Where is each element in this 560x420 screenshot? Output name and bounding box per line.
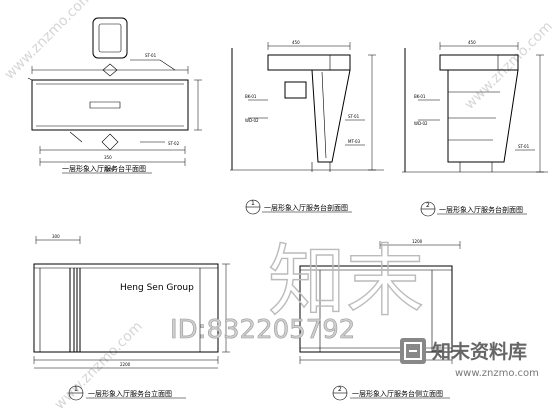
svg-text:WD-02: WD-02 — [245, 118, 259, 123]
svg-text:350: 350 — [104, 155, 112, 160]
svg-text:www.znzmo.com: www.znzmo.com — [462, 18, 556, 112]
svg-text:2: 2 — [426, 202, 430, 209]
plan-view-drawing: ST-01 ST-02 350 2200 一层形象入厅服务台平面图 — [27, 17, 202, 174]
svg-text:BK-01: BK-01 — [414, 94, 426, 99]
section-2-caption: 一层形象入厅服务台剖面图 — [439, 205, 523, 214]
svg-text:300: 300 — [52, 234, 60, 239]
svg-text:1: 1 — [251, 200, 255, 207]
brand-logo: 知末资料库 www.znzmo.com — [400, 338, 539, 379]
svg-text:WD-02: WD-02 — [414, 121, 428, 126]
svg-text:ST-01: ST-01 — [518, 144, 530, 149]
diagonal-watermark-right: www.znzmo.com — [462, 18, 556, 112]
side-elevation-caption: 一层形象入厅服务台侧立面图 — [352, 389, 443, 398]
svg-text:知末: 知末 — [268, 237, 424, 327]
center-watermark: 知末 ID:832205792 — [170, 236, 425, 345]
logo-text: 知末资料库 — [432, 340, 527, 363]
svg-text:ST-01: ST-01 — [145, 53, 157, 58]
front-elevation-caption: 一层形象入厅服务台立面图 — [88, 389, 172, 398]
svg-text:MT-03: MT-03 — [348, 139, 361, 144]
section-2-drawing: 450 BK-01 WD-02 ST-01 2 一层形象入厅服务台剖面图 — [402, 40, 548, 217]
svg-text:ST-02: ST-02 — [168, 141, 180, 146]
side-elevation-drawing: 1200 2 一层形象入厅服务台侧立面图 — [299, 239, 461, 401]
svg-text:2: 2 — [338, 386, 342, 393]
plan-caption: 一层形象入厅服务台平面图 — [62, 164, 146, 173]
section-1-drawing: 450 BK-01 WD-02 ST-01 MT-03 1 一层形象入厅服务台剖… — [230, 40, 384, 215]
svg-text:2200: 2200 — [104, 167, 115, 172]
svg-text:1: 1 — [74, 386, 78, 393]
front-panel-text: Heng Sen Group — [120, 283, 194, 293]
front-elevation-drawing: 300 2200 Heng Sen Group 1 一层形象入厅服务台立面图 — [33, 234, 230, 401]
svg-text:www.znzmo.com: www.znzmo.com — [52, 318, 146, 412]
svg-text:1200: 1200 — [412, 239, 423, 244]
svg-text:BK-01: BK-01 — [245, 94, 257, 99]
watermark-id: ID:832205792 — [170, 315, 355, 345]
svg-text:2200: 2200 — [120, 362, 131, 367]
svg-text:www.znzmo.com: www.znzmo.com — [2, 0, 96, 83]
svg-text:450: 450 — [292, 40, 300, 45]
svg-text:450: 450 — [468, 40, 476, 45]
logo-url: www.znzmo.com — [455, 368, 539, 379]
svg-text:ST-01: ST-01 — [348, 114, 360, 119]
section-1-caption: 一层形象入厅服务台剖面图 — [264, 203, 348, 212]
